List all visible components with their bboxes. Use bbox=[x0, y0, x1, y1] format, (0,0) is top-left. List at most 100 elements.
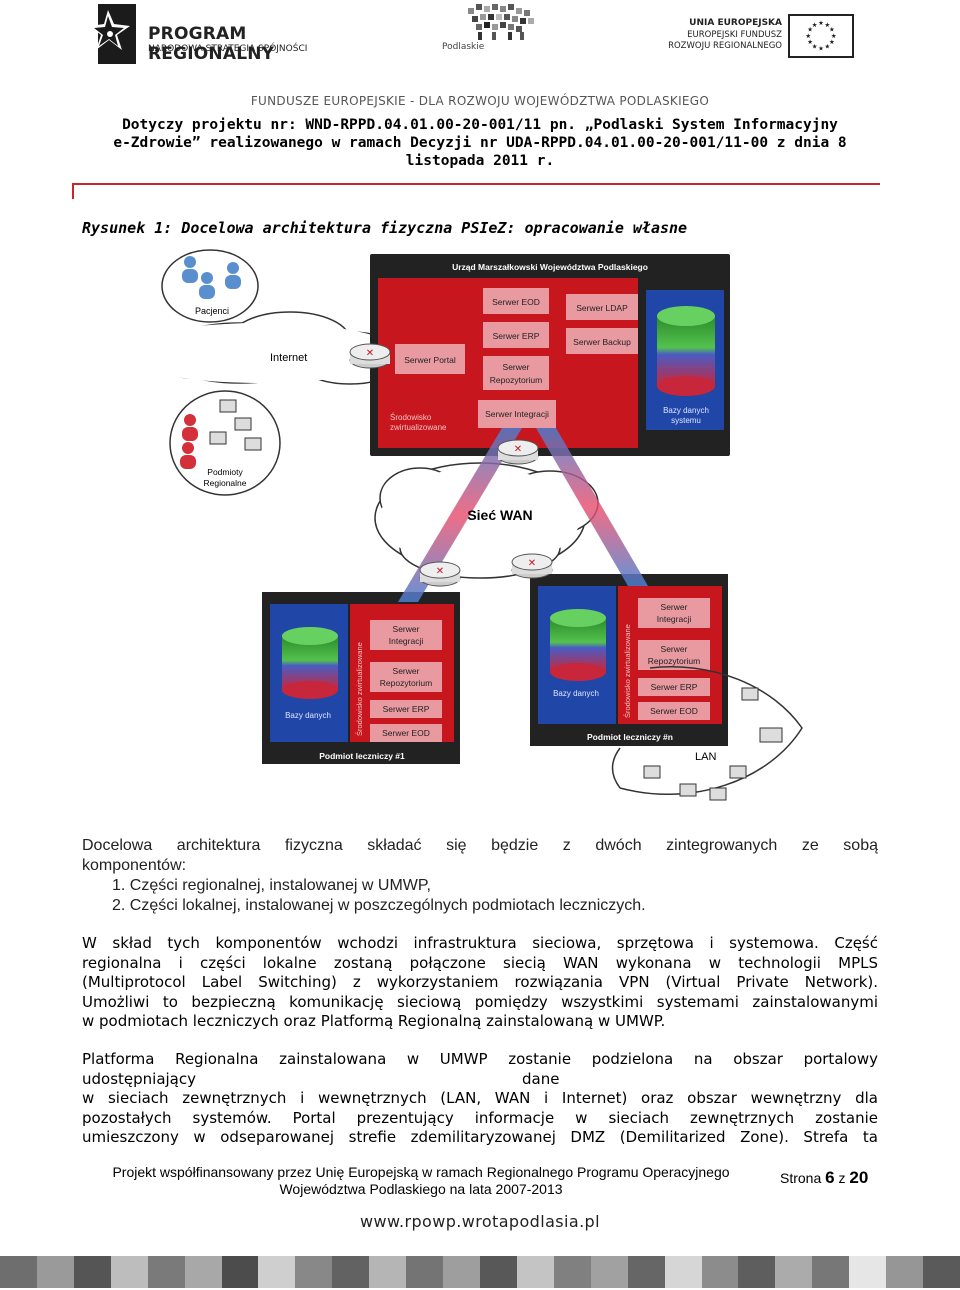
text-line: umieszczony w odseparowanej strefie zdem… bbox=[82, 1128, 878, 1146]
text-fragment: udostępniający bbox=[82, 1069, 197, 1088]
svg-text:✕: ✕ bbox=[436, 566, 444, 577]
router-icon: ✕ bbox=[511, 553, 553, 579]
db-system-label-1: Bazy danych bbox=[663, 406, 709, 415]
server-ldap bbox=[566, 294, 638, 320]
list-item: 2. Części lokalnej, instalowanej w poszc… bbox=[112, 896, 646, 914]
entity-n-integ-label-1: Serwer bbox=[661, 602, 688, 612]
eu-line3: ROZWOJU REGIONALNEGO bbox=[668, 41, 782, 51]
svg-text:✕: ✕ bbox=[514, 444, 522, 455]
svg-text:★: ★ bbox=[829, 26, 835, 33]
text-line: komponentów: bbox=[82, 856, 187, 874]
regional-entities-label-1: Podmioty bbox=[207, 467, 243, 477]
entity-1-eod-label: Serwer EOD bbox=[382, 728, 430, 738]
svg-text:★: ★ bbox=[812, 22, 818, 29]
server-repo-label-1: Serwer bbox=[503, 362, 530, 372]
text-line: Docelowa architektura fizyczna składać s… bbox=[82, 837, 878, 854]
entity-1-integ-label-1: Serwer bbox=[393, 624, 420, 634]
entity-n-erp-label: Serwer ERP bbox=[651, 682, 698, 692]
podlaskie-logo: Podlaskie bbox=[440, 2, 550, 56]
list-item: 1. Części regionalnej, instalowanej w UM… bbox=[112, 877, 431, 894]
page-number: Strona 6 z 20 bbox=[780, 1168, 868, 1188]
text-line: W skład tych komponentów wchodzi infrast… bbox=[82, 934, 878, 952]
entity-1-db-label: Bazy danych bbox=[285, 711, 331, 720]
cofinancing-line: Projekt współfinansowany przez Unię Euro… bbox=[112, 1164, 730, 1180]
regional-entities-label-2: Regionalne bbox=[203, 478, 246, 488]
wan-label: Sieć WAN bbox=[467, 507, 532, 523]
lan-label: LAN bbox=[695, 751, 716, 763]
entity-n-eod-label: Serwer EOD bbox=[650, 706, 698, 716]
program-subtitle: NARODOWA STRATEGIA SPÓJNOŚCI bbox=[148, 44, 308, 54]
entity-n-title: Podmiot leczniczy #n bbox=[587, 732, 673, 742]
entity-n-integ-label-2: Integracji bbox=[657, 614, 692, 624]
project-reference: Dotyczy projektu nr: WND-RPPD.04.01.00-2… bbox=[60, 116, 900, 170]
text-fragment: dane bbox=[522, 1069, 560, 1088]
figure-caption: Rysunek 1: Docelowa architektura fizyczn… bbox=[82, 219, 688, 237]
entity-1-db-cylinder bbox=[282, 627, 338, 699]
server-backup-label: Serwer Backup bbox=[573, 337, 631, 347]
server-ldap-label: Serwer LDAP bbox=[576, 303, 628, 313]
server-eod-label: Serwer EOD bbox=[492, 297, 540, 307]
entity-n: Bazy danych Środowisko zwirtualizowane S… bbox=[530, 574, 728, 746]
project-line: listopada 2011 r. bbox=[405, 153, 555, 169]
server-repo-label-2: Repozytorium bbox=[490, 375, 542, 385]
star-emblem-icon bbox=[90, 4, 136, 64]
patients-group: Pacjenci bbox=[161, 249, 259, 323]
server-integ-label: Serwer Integracji bbox=[485, 409, 549, 419]
page-current: 6 bbox=[825, 1168, 835, 1187]
page-label: Strona bbox=[780, 1170, 822, 1186]
project-line: Dotyczy projektu nr: WND-RPPD.04.01.00-2… bbox=[122, 117, 838, 133]
db-system-cylinder bbox=[657, 306, 715, 396]
text-line: regionalna i części lokalne zostaną połą… bbox=[82, 953, 878, 972]
svg-text:★: ★ bbox=[831, 33, 837, 40]
server-erp bbox=[483, 322, 549, 348]
vpn-tunnel-1 bbox=[398, 428, 522, 602]
platform-paragraph: Platforma Regionalna zainstalowana w UMW… bbox=[82, 1050, 878, 1148]
header-divider-tick bbox=[72, 183, 74, 199]
program-regionalny-logo: PROGRAM REGIONALNY NARODOWA STRATEGIA SP… bbox=[90, 4, 370, 66]
svg-text:★: ★ bbox=[812, 44, 818, 51]
svg-text:★: ★ bbox=[805, 33, 811, 40]
funds-banner: FUNDUSZE EUROPEJSKIE - DLA ROZWOJU WOJEW… bbox=[250, 94, 710, 108]
network-paragraph: W skład tych komponentów wchodzi infrast… bbox=[82, 934, 878, 1032]
router-icon: ✕ bbox=[349, 343, 391, 369]
entity-n-db-label: Bazy danych bbox=[553, 689, 599, 698]
text-line: w podmiotach leczniczych oraz Platformą … bbox=[82, 1012, 666, 1030]
website-link[interactable]: www.rpowp.wrotapodlasia.pl bbox=[360, 1212, 600, 1231]
vpn-tunnel-n bbox=[536, 428, 648, 586]
eu-logo: UNIA EUROPEJSKA EUROPEJSKI FUNDUSZ ROZWO… bbox=[668, 14, 858, 58]
umwp-datacenter: Urząd Marszałkowski Województwa Podlaski… bbox=[370, 254, 730, 456]
virt-env-label-2: zwirtualizowane bbox=[390, 423, 447, 432]
svg-text:✕: ✕ bbox=[528, 558, 536, 569]
intro-paragraph: Docelowa architektura fizyczna składać s… bbox=[82, 836, 878, 875]
text-line: w sieciach zewnętrznych i wewnętrznych (… bbox=[82, 1089, 878, 1107]
entity-n-db-cylinder bbox=[550, 609, 606, 681]
entity-1-repo-label-2: Repozytorium bbox=[380, 678, 432, 688]
podlaskie-label: Podlaskie bbox=[442, 42, 485, 52]
svg-text:★: ★ bbox=[818, 46, 824, 53]
program-title: PROGRAM REGIONALNY bbox=[148, 24, 275, 64]
project-line: e-Zdrowie” realizowanego w ramach Decyzj… bbox=[113, 135, 847, 151]
page-total: 20 bbox=[849, 1168, 869, 1187]
entity-n-virt-label: Środowisko zwirtualizowane bbox=[623, 624, 632, 718]
component-list: 1. Części regionalnej, instalowanej w UM… bbox=[112, 876, 646, 915]
server-portal bbox=[395, 344, 465, 374]
text-line: Umożliwi to bezpieczną komunikację sieci… bbox=[82, 992, 878, 1011]
router-icon: ✕ bbox=[419, 561, 461, 587]
svg-text:✕: ✕ bbox=[366, 348, 374, 359]
svg-text:★: ★ bbox=[829, 39, 835, 46]
podlaskie-bison-icon bbox=[468, 4, 534, 40]
router-icon: ✕ bbox=[497, 439, 539, 465]
header-divider bbox=[72, 183, 880, 185]
server-integration bbox=[478, 400, 556, 428]
entity-n-repo-label-2: Repozytorium bbox=[648, 656, 700, 666]
text-line: Platforma Regionalna zainstalowana w UMW… bbox=[82, 1050, 878, 1068]
db-system-label-2: systemu bbox=[671, 416, 701, 425]
entity-1: Bazy danych Środowisko zwirtualizowane S… bbox=[262, 592, 460, 764]
internet-label: Internet bbox=[270, 352, 307, 364]
patients-label: Pacjenci bbox=[195, 306, 229, 316]
regional-entities-group: Podmioty Regionalne bbox=[169, 390, 281, 496]
server-repository bbox=[483, 356, 549, 390]
entity-1-title: Podmiot leczniczy #1 bbox=[319, 751, 405, 761]
umwp-title: Urząd Marszałkowski Województwa Podlaski… bbox=[452, 262, 648, 272]
entity-1-integ-label-2: Integracji bbox=[389, 636, 424, 646]
